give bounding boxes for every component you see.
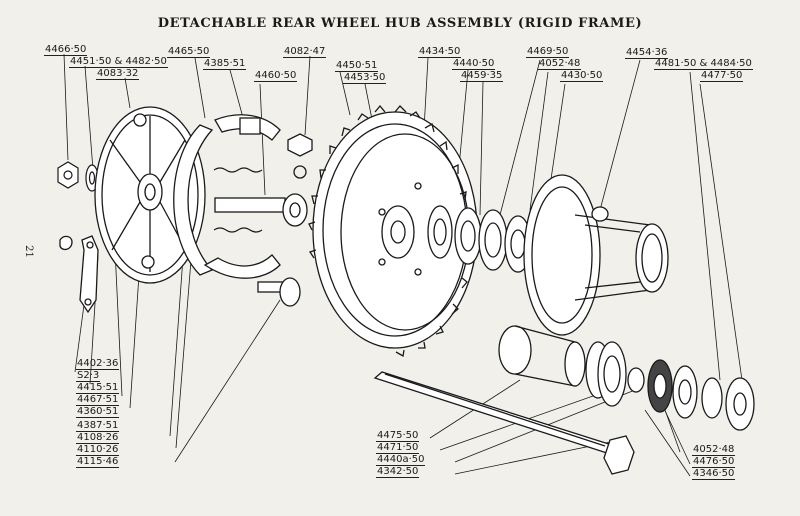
label-4342-50: 4342·50	[376, 466, 420, 478]
label-4052-48-lower: 4052·48	[692, 444, 736, 456]
spindle-nut	[57, 161, 99, 192]
brake-drum-sprocket	[308, 104, 478, 358]
label-4453-50: 4453·50	[343, 72, 387, 84]
label-4434-50: 4434·50	[418, 46, 462, 58]
bearing-group-2	[585, 341, 755, 431]
label-4465-50: 4465·50	[167, 46, 211, 58]
spindle	[214, 193, 308, 227]
label-4467-51: 4467·51	[76, 394, 120, 406]
label-4082-47: 4082·47	[283, 46, 327, 58]
label-4415-51: 4415·51	[76, 382, 120, 394]
label-4387-51: 4387·51	[76, 420, 120, 432]
hub-shell	[523, 174, 669, 336]
label-4430-50: 4430·50	[560, 70, 604, 82]
label-4471-50: 4471·50	[376, 442, 420, 454]
brake-anchor-plate	[94, 106, 206, 284]
distance-piece	[498, 325, 586, 387]
label-4451-50: 4451·50 & 4482·50	[69, 56, 168, 68]
label-4110-26: 4110·26	[76, 444, 120, 456]
label-4115-46: 4115·46	[76, 456, 120, 468]
label-4481-50: 4481·50 & 4484·50	[654, 58, 753, 70]
label-4460-50: 4460·50	[254, 70, 298, 82]
diagram-title: DETACHABLE REAR WHEEL HUB ASSEMBLY (RIGI…	[157, 16, 643, 31]
label-4450-51: 4450·51	[335, 60, 379, 72]
label-4475-50: 4475·50	[376, 430, 420, 442]
label-4108-26: 4108·26	[76, 432, 120, 444]
label-4440-50: 4440·50	[452, 58, 496, 70]
label-4385-51: 4385·51	[203, 58, 247, 70]
label-4469-50: 4469·50	[526, 46, 570, 58]
label-4476-50: 4476·50	[692, 456, 736, 468]
label-4477-50: 4477·50	[700, 70, 744, 82]
brake-cam-lever	[59, 235, 99, 314]
label-s2-3: S2·3	[76, 370, 101, 382]
through-bolt	[373, 371, 635, 475]
label-4346-50: 4346·50	[692, 468, 736, 480]
label-4083-32: 4083·32	[96, 68, 140, 80]
label-4440a-50: 4440a·50	[376, 454, 426, 466]
label-4459-35: 4459·35	[460, 70, 504, 82]
label-4454-36: 4454·36	[625, 47, 669, 59]
label-4360-51: 4360·51	[76, 406, 120, 418]
brake-shoes	[173, 114, 281, 279]
label-4466-50: 4466·50	[44, 44, 88, 56]
label-4402-36: 4402·36	[76, 358, 120, 370]
label-4052-48: 4052·48	[538, 58, 582, 70]
adjuster-pin	[257, 133, 313, 307]
